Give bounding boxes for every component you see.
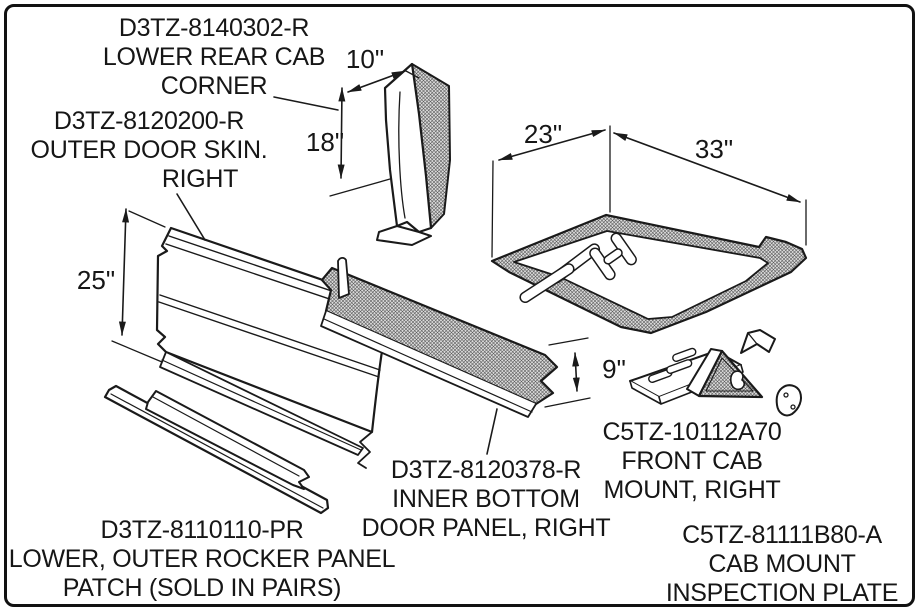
part-desc-line: OUTER DOOR SKIN. [30, 136, 268, 164]
part-number: D3TZ-8110110-PR [100, 516, 304, 544]
part-desc-line: CAB MOUNT [708, 550, 856, 578]
dim-33-arrow [613, 132, 801, 203]
dim-corner-height-label: 18" [305, 127, 345, 157]
part-desc-line: DOOR PANEL, RIGHT [361, 514, 611, 542]
leader-lines [176, 96, 498, 455]
dimension-extension-lines [111, 70, 807, 408]
label-rocker-panel-patch: D3TZ-8110110-PR LOWER, OUTER ROCKER PANE… [9, 516, 396, 603]
part-desc-line: CORNER [160, 72, 268, 100]
leader-inner-bottom-door-panel [486, 408, 498, 455]
dim-10-arrow [347, 70, 406, 93]
dim-door-skin-height-label: 25" [76, 265, 116, 295]
leader-rear-cab-corner [273, 96, 339, 111]
floor-pan-art [490, 213, 808, 335]
part-number: D3TZ-8120200-R [53, 107, 245, 135]
front-cab-mount-art [629, 329, 776, 405]
dim-9-arrow [572, 352, 580, 392]
part-desc-line: INSPECTION PLATE [665, 579, 899, 607]
dimension-arrows [111, 70, 807, 408]
dim-inner-panel-height-label: 9" [602, 354, 626, 384]
dim-floor-pan-width-label: 33" [694, 134, 734, 164]
part-desc-line: FRONT CAB [621, 447, 763, 475]
leader-outer-door-skin [176, 193, 206, 241]
label-cab-mount-inspection-plate: C5TZ-81111B80-A CAB MOUNT INSPECTION PLA… [665, 521, 899, 608]
part-number: C5TZ-81111B80-A [682, 521, 882, 549]
label-front-cab-mount: C5TZ-10112A70 FRONT CAB MOUNT, RIGHT [602, 418, 781, 505]
part-number: C5TZ-10112A70 [602, 418, 782, 446]
label-inner-bottom-door-panel: D3TZ-8120378-R INNER BOTTOM DOOR PANEL, … [362, 456, 611, 543]
part-desc-line: INNER BOTTOM [392, 485, 580, 513]
inner-bottom-door-panel-art [320, 256, 559, 418]
inspection-plate-art [775, 384, 802, 417]
dim-floor-pan-depth-label: 23" [523, 119, 563, 149]
outer-door-skin-art [155, 226, 392, 469]
label-rear-cab-corner: D3TZ-8140302-R LOWER REAR CAB CORNER [102, 14, 326, 101]
dim-23-arrow [498, 129, 606, 161]
part-number: D3TZ-8140302-R [118, 14, 310, 42]
part-desc-line: MOUNT, RIGHT [603, 476, 781, 504]
dim-18-arrow [337, 87, 346, 179]
part-desc-line: PATCH (SOLD IN PAIRS) [62, 574, 342, 602]
part-desc-line: LOWER REAR CAB [102, 43, 326, 71]
part-desc-line: LOWER, OUTER ROCKER PANEL [8, 545, 396, 573]
rear-cab-corner-art [376, 62, 451, 246]
part-number: D3TZ-8120378-R [390, 456, 582, 484]
dim-25-arrow [118, 208, 130, 336]
part-desc-line: RIGHT [161, 165, 239, 193]
dim-corner-width-label: 10" [345, 44, 385, 74]
rocker-panel-patch-art [103, 384, 330, 515]
label-outer-door-skin: D3TZ-8120200-R OUTER DOOR SKIN. RIGHT [31, 107, 268, 194]
